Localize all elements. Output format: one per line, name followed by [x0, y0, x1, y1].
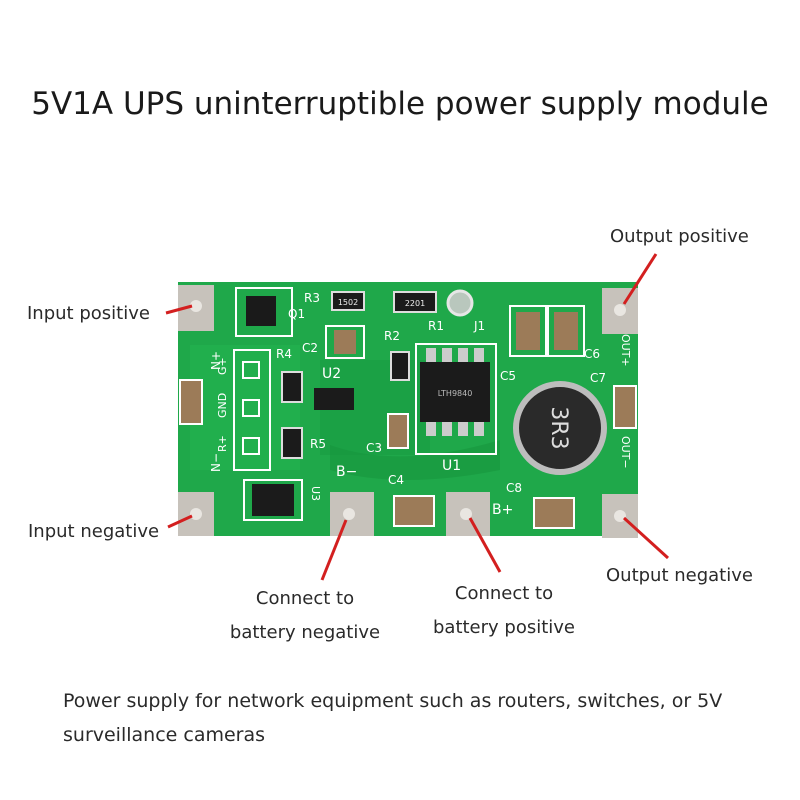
c4-capacitor: [393, 495, 435, 527]
label-battery-negative: Connect to battery negative: [225, 582, 385, 650]
header-outline: [233, 349, 271, 471]
label-battery-negative-line1: Connect to: [255, 588, 355, 609]
pointer-output-positive: [622, 253, 658, 305]
r3-resistor: [331, 291, 365, 311]
label-r2: R2: [384, 329, 400, 343]
label-output-negative: Output negative: [606, 565, 753, 586]
label-c6: C6: [584, 347, 600, 361]
label-r5: R5: [310, 437, 326, 451]
label-u2: U2: [322, 366, 341, 382]
label-c8: C8: [506, 481, 522, 495]
pad-output-positive: [602, 288, 638, 334]
page-title: 5V1A UPS uninterruptible power supply mo…: [31, 86, 769, 122]
c8-capacitor: [533, 497, 575, 529]
q1-outline: [235, 287, 293, 337]
label-r3: R3: [304, 291, 320, 305]
r3-marking: 1502: [338, 298, 358, 307]
u1-outline: [415, 343, 497, 455]
label-out-plus: OUT+: [619, 334, 632, 367]
pointer-lines: [165, 253, 670, 581]
c6-capacitor: [554, 312, 578, 350]
label-c2: C2: [302, 341, 318, 355]
pad-output-negative: [602, 494, 638, 538]
label-battery-positive-line1: Connect to: [454, 583, 554, 604]
label-u1: U1: [442, 458, 461, 474]
pad-battery-positive: [446, 492, 490, 536]
pad-input-positive: [178, 285, 214, 331]
pcb-trace: [190, 345, 300, 470]
label-j1: J1: [473, 319, 485, 333]
label-battery-positive-line2: battery positive: [432, 617, 576, 638]
r2-resistor: [390, 351, 410, 381]
label-r1: R1: [428, 319, 444, 333]
u2-chip: [314, 388, 354, 410]
pad-input-negative: [178, 492, 214, 536]
c5-outline: [509, 305, 547, 357]
label-gnd: GND: [216, 393, 229, 418]
r1-marking: 2201: [405, 299, 425, 308]
label-b-plus: B+: [492, 502, 513, 518]
silkscreen-labels: Q1 R3 R1 J1 R2 C2 R4 U2 C5 C6 C7 C3 R5 U…: [209, 291, 632, 518]
label-c3: C3: [366, 441, 382, 455]
c6-outline: [547, 305, 585, 357]
u3-chip: [252, 484, 294, 516]
header-pin-rplus: [242, 437, 260, 455]
c2-capacitor: [334, 330, 356, 354]
label-input-negative: Input negative: [28, 521, 160, 542]
u1-pins: [426, 348, 484, 436]
pad-battery-negative: [330, 492, 374, 536]
label-q1: Q1: [288, 307, 305, 321]
pcb-trace: [330, 440, 500, 480]
label-output-positive: Output positive: [610, 226, 749, 247]
pointer-input-positive: [165, 304, 193, 315]
pointer-battery-negative: [320, 519, 348, 581]
label-battery-negative-line2: battery negative: [229, 622, 381, 643]
led: [446, 289, 474, 317]
label-r-plus: R+: [216, 435, 229, 452]
label-c4: C4: [388, 473, 404, 487]
r1-resistor: [393, 291, 437, 313]
label-n-minus: N−: [209, 453, 223, 472]
u1-marking: LTH9840: [438, 389, 473, 398]
label-input-positive: Input positive: [27, 303, 150, 324]
footer-description: Power supply for network equipment such …: [63, 690, 723, 746]
inductor-marking: 3R3: [546, 406, 571, 449]
label-out-minus: OUT−: [619, 436, 632, 469]
label-c5: C5: [500, 369, 516, 383]
header-pin-gplus: [242, 361, 260, 379]
pointer-input-negative: [167, 514, 193, 529]
c5-capacitor: [516, 312, 540, 350]
label-battery-positive: Connect to battery positive: [424, 577, 584, 645]
inductor: [513, 381, 607, 475]
u3-outline: [243, 479, 303, 521]
r4-resistor: [281, 371, 303, 403]
q1-transistor: [246, 296, 276, 326]
label-c7: C7: [590, 371, 606, 385]
c7-capacitor: [613, 385, 637, 429]
c3-capacitor: [387, 413, 409, 449]
label-r4: R4: [276, 347, 292, 361]
u1-chip: [420, 362, 490, 422]
label-b-minus: B−: [336, 464, 357, 480]
c2-outline: [325, 325, 365, 359]
pointer-battery-positive: [468, 517, 502, 573]
label-n-plus: N+: [209, 351, 223, 370]
r5-resistor: [281, 427, 303, 459]
label-g-plus: G+: [216, 357, 229, 375]
label-u3: U3: [309, 486, 322, 501]
pointer-output-negative: [622, 516, 670, 560]
header-pin-gnd: [242, 399, 260, 417]
input-capacitor: [179, 379, 203, 425]
